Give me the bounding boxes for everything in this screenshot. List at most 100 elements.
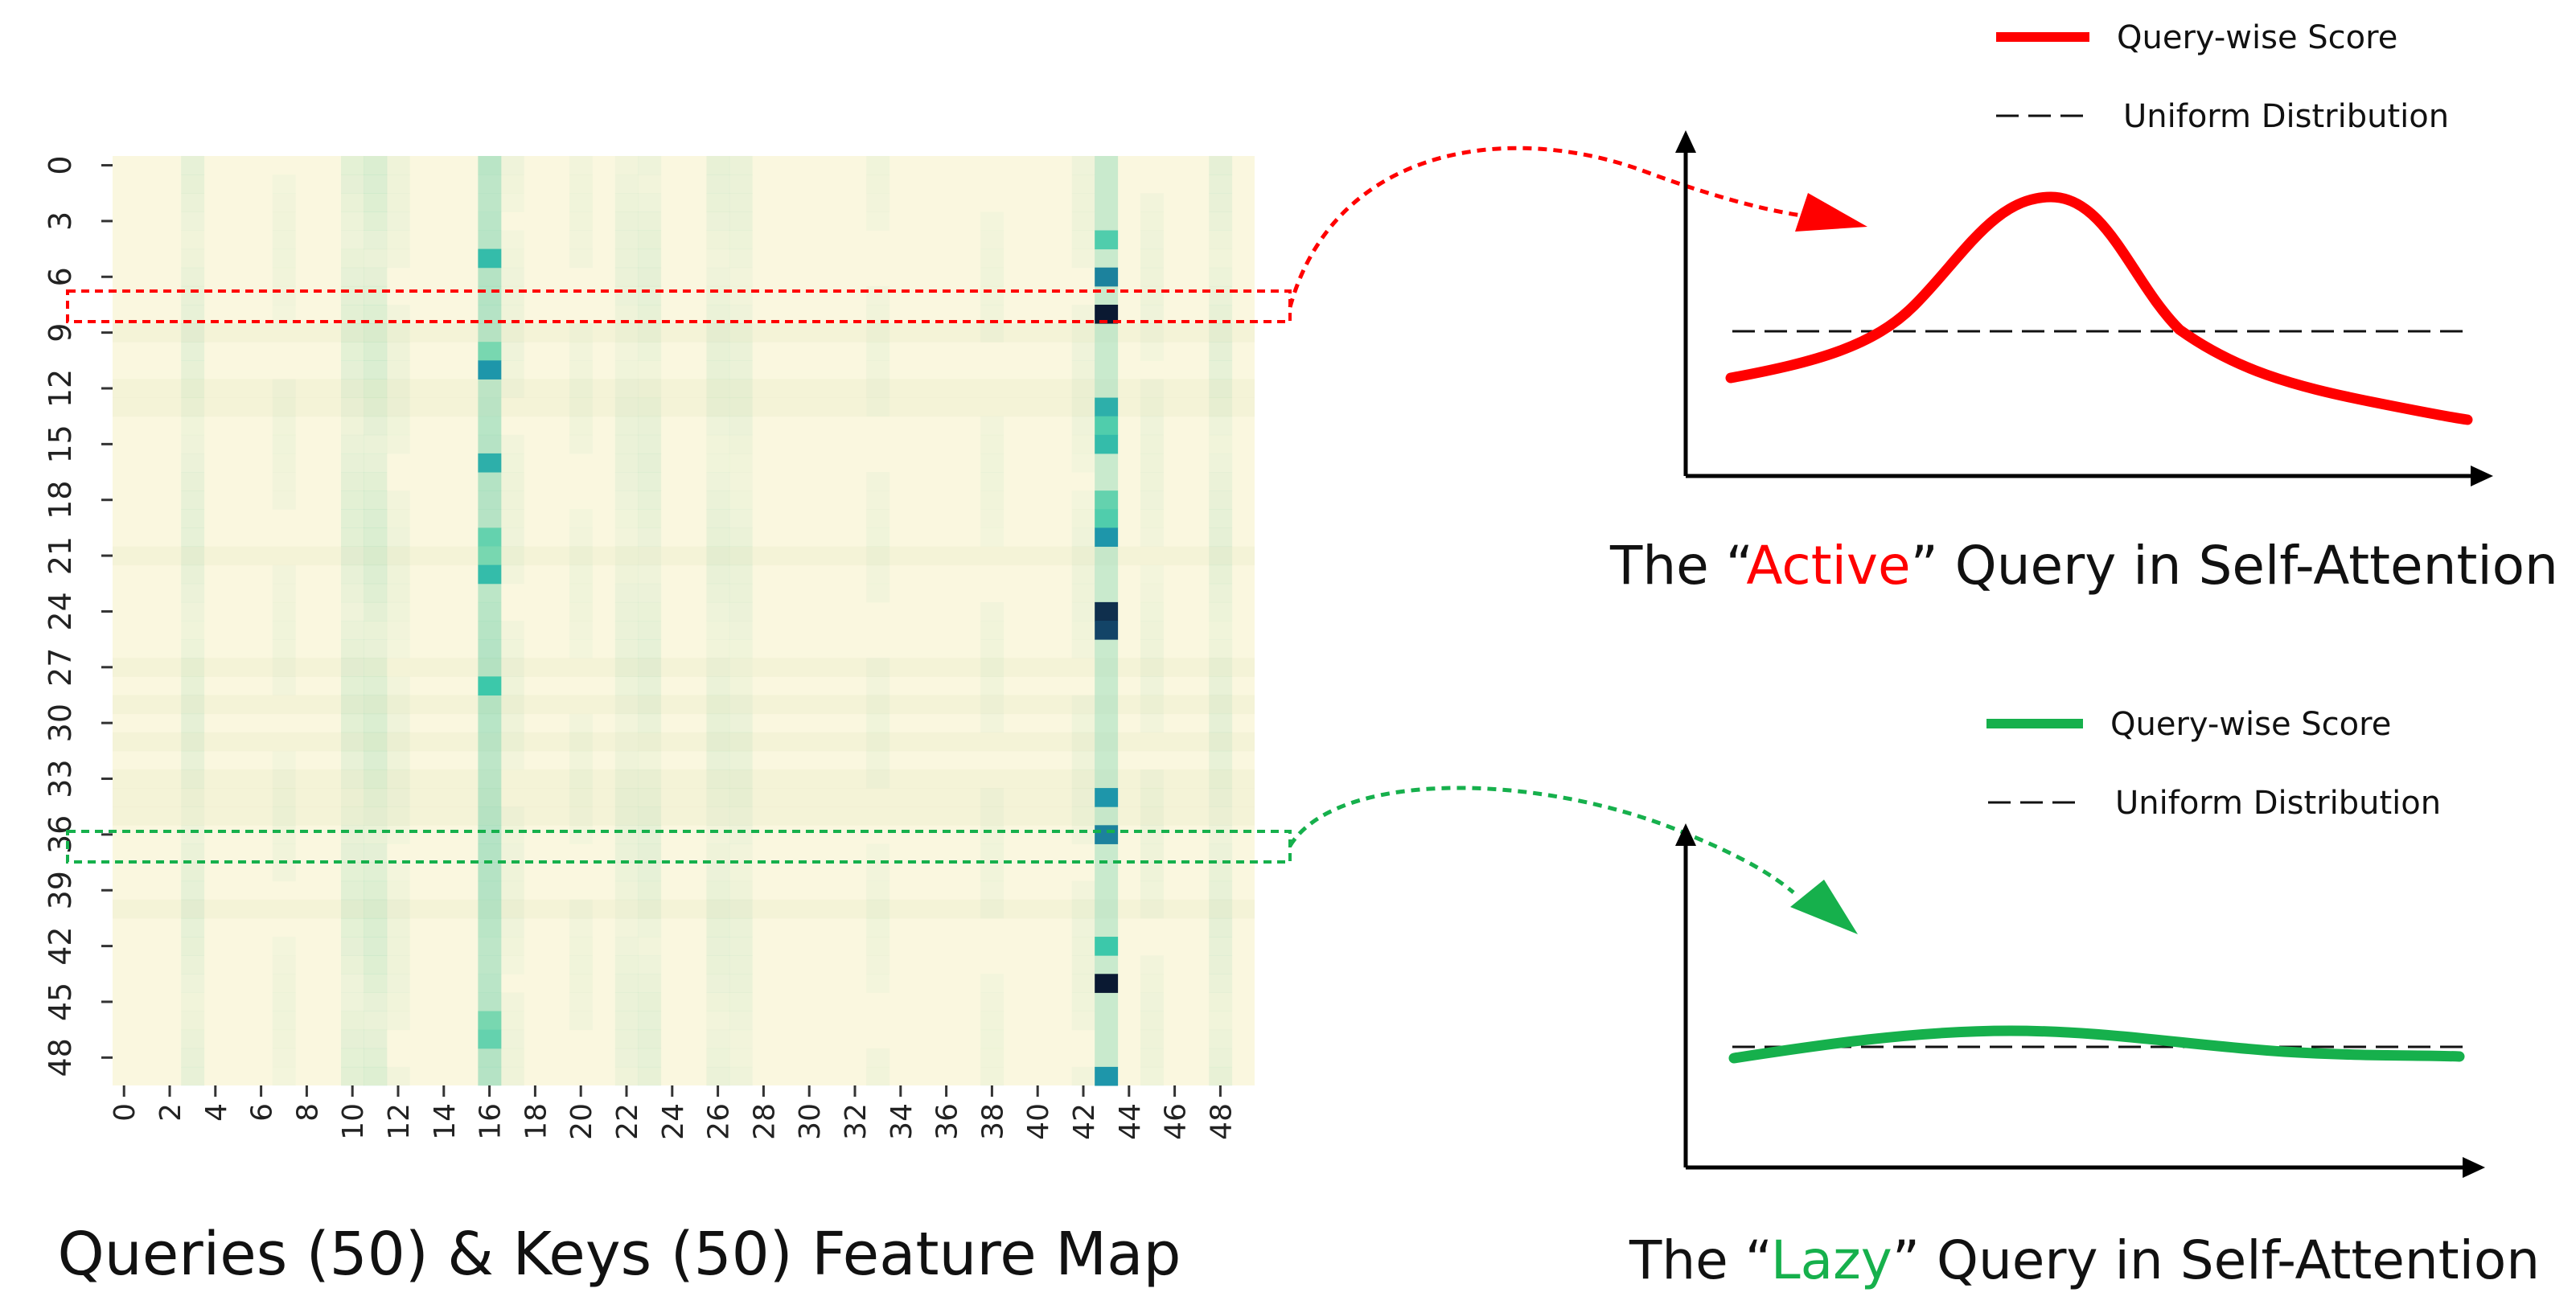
heatmap-faint-cell (614, 490, 639, 510)
x-tick-label: 22 (611, 1103, 644, 1140)
heatmap-faint-cell (1209, 676, 1233, 695)
heatmap-faint-cell (1140, 397, 1164, 417)
heatmap-faint-cell (1209, 974, 1233, 993)
heatmap-faint-cell (364, 342, 388, 361)
heatmap-faint-cell (273, 174, 296, 194)
heatmap-faint-cell (638, 360, 662, 380)
heatmap-faint-cell (1071, 416, 1095, 436)
heatmap-faint-cell (729, 806, 753, 826)
heatmap-faint-cell (181, 862, 205, 882)
heatmap-faint-cell (272, 434, 296, 454)
heatmap-faint-cell (478, 304, 502, 324)
heatmap-faint-cell (706, 843, 730, 864)
heatmap-faint-cell (866, 955, 890, 974)
heatmap-faint-cell (387, 863, 410, 882)
heatmap-faint-cell (638, 583, 662, 603)
heatmap-faint-cell (1209, 899, 1233, 919)
heatmap-faint-cell (614, 992, 639, 1012)
heatmap-faint-cell (980, 899, 1005, 919)
heatmap-faint-cell (341, 992, 364, 1012)
heatmap-faint-cell (364, 788, 388, 807)
heatmap-faint-cell (1071, 156, 1095, 175)
heatmap-faint-row (113, 732, 1255, 752)
heatmap-faint-cell (386, 174, 410, 194)
heatmap-faint-cell (341, 1011, 364, 1031)
heatmap-faint-cell (729, 248, 753, 269)
heatmap-faint-cell (614, 304, 639, 324)
heatmap-faint-cell (569, 750, 593, 770)
heatmap-faint-cell (638, 434, 662, 454)
heatmap-faint-cell (1209, 267, 1233, 287)
heatmap-faint-cell (364, 601, 388, 622)
heatmap-faint-cell (341, 658, 364, 677)
heatmap-faint-cell (729, 546, 753, 566)
heatmap-faint-cell (272, 453, 296, 473)
heatmap-faint-cell (1140, 788, 1164, 807)
heatmap-faint-cell (341, 601, 364, 622)
heatmap-faint-cell (500, 453, 524, 473)
heatmap-faint-cell (638, 621, 662, 640)
heatmap-faint-cell (181, 193, 205, 212)
heatmap-faint-cell (729, 880, 753, 901)
heatmap-faint-cell (181, 1048, 205, 1068)
heatmap-faint-cell (1140, 565, 1164, 585)
heatmap-faint-cell (569, 732, 593, 752)
heatmap-faint-cell (980, 639, 1005, 659)
heatmap-faint-cell (729, 230, 753, 250)
heatmap-faint-cell (272, 193, 296, 212)
heatmap-faint-cell (569, 974, 593, 993)
heatmap-faint-row (113, 546, 1255, 566)
heatmap-faint-cell (706, 825, 730, 844)
heatmap-faint-cell (341, 583, 364, 603)
heatmap-cell (1095, 304, 1119, 324)
heatmap-faint-cell (1140, 1011, 1164, 1031)
heatmap-faint-cell (386, 899, 410, 919)
heatmap-faint-cell (1140, 248, 1164, 269)
heatmap-faint-cell (614, 379, 639, 399)
heatmap-faint-cell (364, 397, 388, 417)
heatmap-faint-cell (364, 1066, 388, 1086)
heatmap-faint-cell (181, 174, 205, 194)
heatmap-faint-cell (1140, 769, 1164, 789)
heatmap-faint-cell (638, 453, 662, 473)
heatmap-faint-cell (1071, 193, 1095, 212)
y-tick-label: 9 (43, 323, 78, 343)
x-tick-label: 0 (109, 1103, 142, 1122)
heatmap-faint-cell (638, 564, 662, 585)
heatmap-faint-cell (272, 955, 296, 974)
heatmap-faint-cell (569, 825, 593, 844)
heatmap-faint-cell (341, 1048, 364, 1068)
heatmap-faint-cell (1140, 304, 1164, 324)
heatmap-faint-cell (614, 843, 639, 864)
heatmap-faint-cell (386, 156, 410, 175)
y-tick-label: 42 (43, 926, 78, 965)
heatmap-faint-cell (478, 211, 502, 231)
heatmap-faint-cell (638, 509, 662, 528)
heatmap-faint-cell (272, 769, 296, 789)
heatmap-faint-cell (1072, 453, 1095, 473)
heatmap-faint-cell (386, 434, 410, 454)
x-tick-label: 26 (703, 1103, 736, 1140)
y-tick-label: 18 (43, 481, 78, 519)
heatmap-faint-cell (980, 267, 1005, 287)
heatmap-faint-cell (364, 769, 388, 789)
heatmap-faint-cell (341, 880, 364, 901)
heatmap-faint-cell (1209, 955, 1233, 974)
heatmap-faint-cell (181, 974, 205, 993)
lazy-caption: The “Lazy” Query in Self-Attention (1629, 1229, 2540, 1291)
heatmap-faint-cell (1209, 342, 1233, 361)
heatmap-faint-cell (866, 1048, 890, 1068)
heatmap-faint-row (113, 695, 1255, 715)
heatmap-faint-cell (614, 360, 639, 380)
heatmap-faint-cell (500, 937, 524, 956)
heatmap-faint-cell (273, 937, 296, 956)
heatmap-faint-cell (500, 880, 524, 901)
heatmap-faint-cell (501, 230, 524, 249)
heatmap-faint-cell (341, 434, 364, 454)
heatmap-faint-cell (569, 713, 593, 733)
heatmap-cell (1095, 937, 1119, 956)
heatmap-faint-cell (569, 156, 593, 175)
heatmap-faint-cell (181, 1066, 205, 1086)
heatmap-faint-cell (729, 416, 753, 436)
heatmap-faint-cell (729, 974, 753, 993)
